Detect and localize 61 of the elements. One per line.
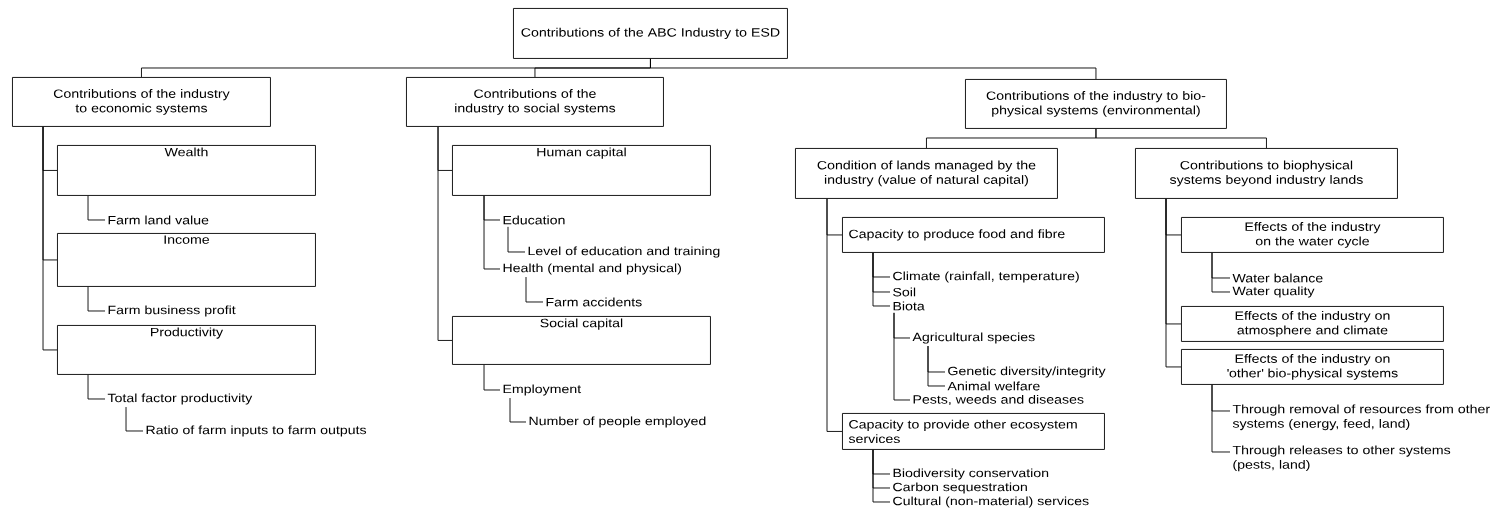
category-box: Condition of lands managed by the industry (value of natural capital) [795, 148, 1058, 199]
item-text: Employment [503, 384, 582, 396]
item-text: Biodiversity conservation [893, 468, 1049, 480]
category-box: Contributions of the industry to economic systems [12, 77, 271, 127]
connector-line [1211, 384, 1231, 453]
item-text: Cultural (non-material) services [893, 496, 1089, 508]
item-text: Animal welfare [947, 381, 1040, 391]
connector-line [87, 286, 106, 312]
category-box: Income [57, 233, 316, 287]
connector-line [1165, 198, 1182, 368]
category-box: Contributions to biophysical systems beyond industry lands [1135, 148, 1398, 199]
connector-line [872, 449, 891, 503]
connector-line [437, 126, 453, 341]
item-text: Level of education and training [528, 246, 720, 258]
category-box: Wealth [57, 145, 316, 196]
connector-line [87, 195, 106, 221]
connector-line [1211, 252, 1231, 293]
item-text: Climate (rainfall, temperature) [893, 271, 1079, 283]
item-text: Number of people employed [529, 416, 706, 428]
item-text: Carbon sequestration [893, 482, 1027, 494]
category-box: Productivity [57, 325, 316, 375]
connector-line [509, 397, 527, 423]
item-text: Farm land value [108, 215, 209, 225]
item-text: Ratio of farm inputs to farm outputs [146, 425, 367, 437]
category-box: Capacity to produce food and fibre [842, 217, 1105, 253]
connector-line [1095, 128, 1267, 149]
connector-line [483, 364, 501, 391]
connector-line [650, 58, 1097, 80]
category-box: Effects of the industry on atmosphere and climate [1181, 306, 1444, 342]
item-text: Water quality [1232, 286, 1315, 298]
item-text: Health (mental and physical) [503, 263, 681, 275]
item-text: Agricultural species [912, 332, 1035, 344]
item-text: Genetic diversity/integrity [948, 366, 1106, 378]
category-box: Effects of the industry on the water cycle [1181, 217, 1444, 253]
category-box: Human capital [452, 145, 711, 196]
connector-line [893, 312, 911, 401]
item-text: Pests, weeds and diseases [913, 394, 1084, 406]
item-text: Biota [893, 301, 925, 311]
category-box: Effects of the industry on 'other' bio-physical systems [1181, 349, 1444, 385]
connector-line [87, 374, 106, 400]
item-text: Through removal of resources from other systems (energy, feed, land) [1232, 404, 1490, 431]
root-box: Contributions of the ABC Industry to ESD [513, 8, 788, 59]
connector-line [525, 276, 544, 303]
category-box: Contributions of the industry to bio-physical systems (environmental) [965, 79, 1227, 129]
category-box: Social capital [452, 316, 711, 365]
connector-line [927, 345, 946, 387]
connector-line [42, 126, 58, 351]
category-box: Contributions of the industry to social systems [406, 77, 664, 127]
item-text: Education [503, 215, 565, 225]
connector-line [125, 406, 144, 432]
connector-line [826, 198, 843, 432]
connector-line [483, 195, 501, 270]
item-text: Water balance [1232, 273, 1323, 283]
connector-line [872, 252, 891, 307]
item-text: Farm accidents [546, 297, 642, 307]
item-text: Total factor productivity [107, 393, 253, 405]
category-box: Capacity to provide other ecosystem services [842, 413, 1105, 450]
item-text: Farm business profit [108, 305, 236, 317]
item-text: Soil [893, 287, 916, 297]
connector-line [507, 226, 526, 253]
item-text: Through releases to other systems (pests, land) [1232, 445, 1451, 472]
